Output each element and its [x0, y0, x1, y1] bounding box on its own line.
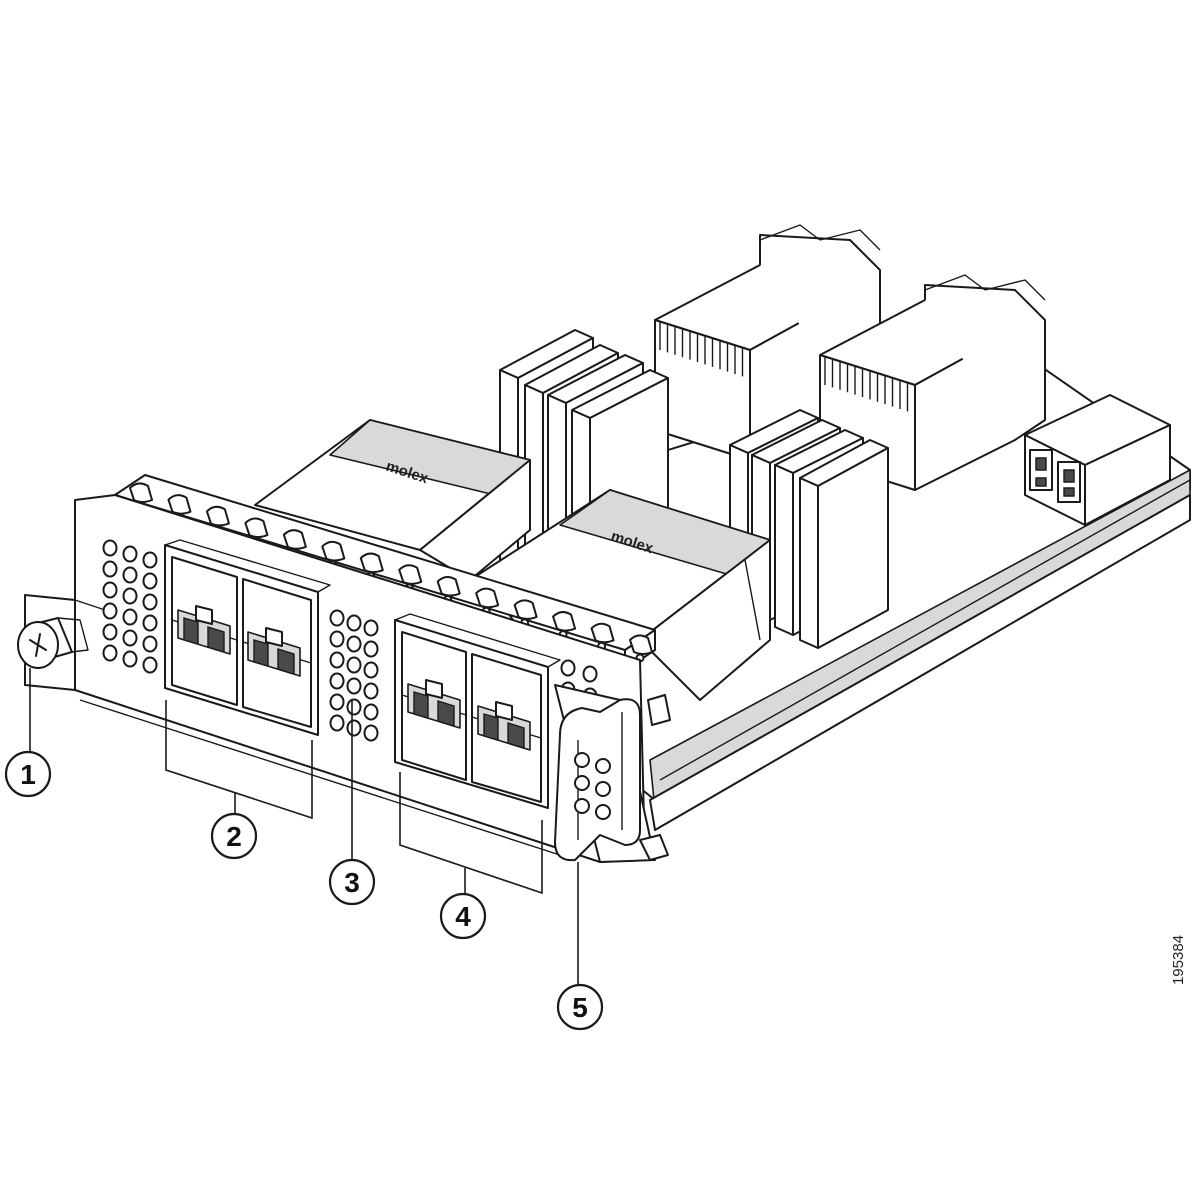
vent-hole — [142, 593, 158, 611]
vent-hole — [102, 644, 118, 662]
vent-hole — [560, 659, 576, 677]
gasket-clip — [436, 576, 461, 597]
vent-hole — [363, 640, 379, 658]
callout-3-label: 3 — [344, 867, 360, 898]
callout-2: 2 — [210, 812, 258, 860]
heat-plate-edge — [774, 464, 794, 636]
vent-hole — [346, 635, 362, 653]
faceplate-vents — [102, 539, 598, 742]
sfp-latch-tab — [277, 648, 295, 675]
sfp-latch-tab — [483, 713, 499, 741]
callout-1-label: 1 — [20, 759, 36, 790]
rear-connector — [1024, 394, 1171, 526]
callout-leaders — [29, 668, 579, 985]
vent-hole — [329, 672, 345, 690]
gasket-clip — [244, 517, 269, 539]
callout-1: 1 — [4, 750, 52, 798]
gasket-clip — [552, 611, 577, 632]
gasket-clip — [513, 599, 538, 620]
gasket-clip — [129, 482, 153, 503]
callout-5-label: 5 — [572, 992, 588, 1023]
gasket-clip — [167, 494, 192, 515]
sfp-port-group-right — [394, 613, 561, 809]
vent-hole — [329, 714, 345, 732]
vent-hole — [102, 560, 118, 578]
callout-4: 4 — [439, 892, 487, 940]
callout-2-label: 2 — [226, 821, 242, 852]
vent-hole — [102, 602, 118, 620]
vent-hole — [122, 587, 138, 605]
vent-hole — [363, 724, 379, 742]
callout-5: 5 — [556, 983, 604, 1031]
vent-hole — [363, 703, 379, 721]
gasket-clip — [475, 587, 500, 609]
sfp-latches — [177, 605, 531, 751]
vent-hole — [582, 665, 598, 683]
callout-4-label: 4 — [455, 901, 471, 932]
vent-hole — [329, 651, 345, 669]
vent-hole — [142, 656, 158, 674]
heatsink-left-fins — [659, 322, 744, 377]
vent-hole — [122, 629, 138, 647]
vent-hole — [346, 614, 362, 632]
gasket-clip — [282, 529, 307, 550]
vent-hole — [122, 650, 138, 668]
vent-hole — [363, 682, 379, 700]
sfp-latch-tab — [207, 626, 225, 653]
sfp-latch-clip — [495, 701, 513, 721]
gasket-clip — [321, 540, 346, 562]
vent-hole — [122, 545, 138, 563]
gasket-clip — [629, 634, 653, 655]
sfp-latch-tab — [507, 722, 525, 749]
callout-3: 3 — [328, 858, 376, 906]
vent-hole — [122, 608, 138, 626]
sfp-latch-tab — [253, 639, 269, 667]
vent-hole — [363, 661, 379, 679]
vent-hole — [142, 551, 158, 569]
captive-screw — [17, 617, 89, 669]
vent-hole — [346, 656, 362, 674]
vent-hole — [329, 630, 345, 648]
vent-hole — [346, 677, 362, 695]
sfp-latch-clip — [265, 627, 283, 647]
vent-hole — [142, 572, 158, 590]
ejector-handle — [554, 684, 671, 863]
gasket-clip — [398, 564, 423, 585]
gasket-clip — [205, 505, 230, 527]
gasket-clip — [359, 552, 384, 574]
heatsink-right-fins — [824, 357, 909, 412]
sfp-latch-clip — [195, 605, 213, 625]
sfp-latch-tab — [183, 617, 199, 645]
figure-id: 195384 — [1170, 935, 1187, 985]
vent-hole — [142, 635, 158, 653]
vent-hole — [102, 623, 118, 641]
vent-hole — [122, 566, 138, 584]
sfp-latch-tab — [413, 691, 429, 719]
vent-hole — [142, 614, 158, 632]
connector-cage-back: molex — [254, 419, 531, 581]
gasket-clip — [590, 622, 615, 644]
vent-hole — [346, 719, 362, 737]
heat-plate-edge — [799, 477, 819, 649]
sfp-latch-clip — [425, 679, 443, 699]
vent-hole — [363, 619, 379, 637]
sfp-latch-tab — [437, 700, 455, 727]
vent-hole — [329, 609, 345, 627]
vent-hole — [102, 581, 118, 599]
vent-hole — [329, 693, 345, 711]
vent-hole — [346, 698, 362, 716]
vent-hole — [102, 539, 118, 557]
